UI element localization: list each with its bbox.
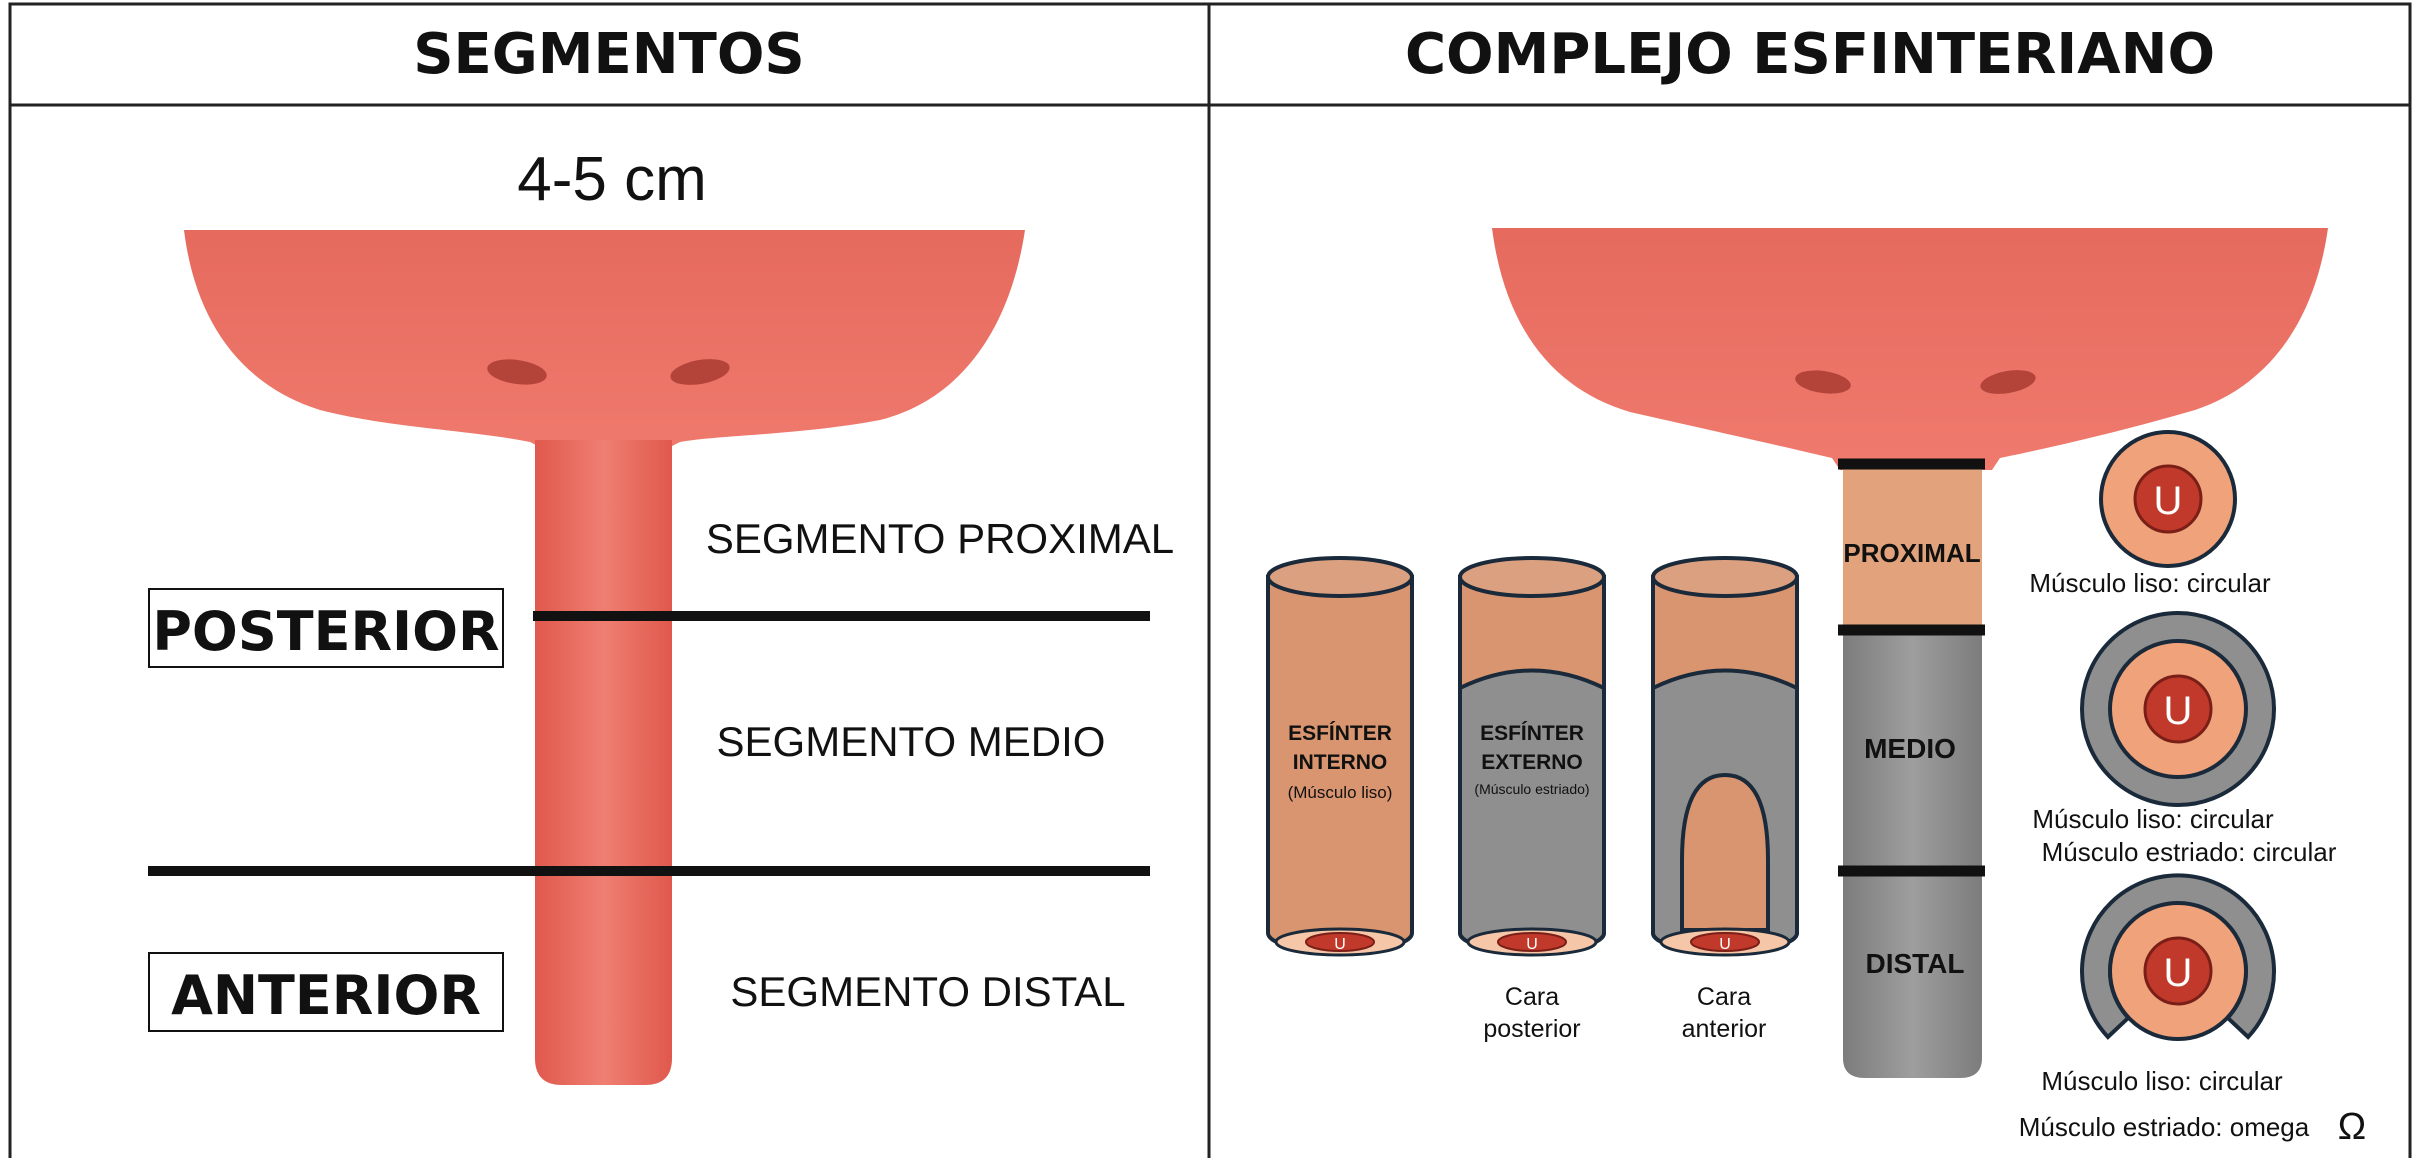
internal-title-line1: ESFÍNTER xyxy=(1288,722,1392,745)
cross-distal-caption-line2: Músculo estriado: omega xyxy=(2019,1112,2310,1142)
frame xyxy=(8,2,2412,1163)
anterior-label: ANTERIOR xyxy=(171,964,481,1027)
ureteral-orifice-left xyxy=(487,359,547,385)
cross-medio-caption-line1: Músculo liso: circular xyxy=(2032,804,2274,834)
posterior-box: POSTERIOR xyxy=(148,588,504,668)
cylinder-anterior-lumen: U xyxy=(1719,936,1731,953)
posterior-label: POSTERIOR xyxy=(152,600,499,663)
length-label: 4-5 cm xyxy=(517,145,706,214)
cross-section-distal: U xyxy=(2080,873,2276,1041)
external-title-line2: EXTERNO xyxy=(1481,751,1583,774)
urethra-proximal-section xyxy=(1843,464,1982,630)
internal-title-line2: INTERNO xyxy=(1293,751,1388,774)
cross-section-proximal: U xyxy=(2099,430,2237,568)
cross-medio-letter: U xyxy=(2164,689,2193,733)
anterior-face-caption-line1: Cara xyxy=(1697,983,1751,1011)
anterior-box: ANTERIOR xyxy=(148,952,504,1032)
posterior-face-caption-line2: posterior xyxy=(1483,1015,1580,1043)
posterior-face-caption-line1: Cara xyxy=(1505,983,1559,1011)
cylinder-internal-lumen: U xyxy=(1334,936,1346,953)
right-ureteral-orifice-right xyxy=(1980,370,2036,394)
omega-symbol: Ω xyxy=(2338,1106,2366,1148)
segment-medio-label: SEGMENTO MEDIO xyxy=(717,718,1106,765)
external-subtitle: (Músculo estriado) xyxy=(1474,781,1589,797)
cross-distal-caption-line1: Músculo liso: circular xyxy=(2041,1066,2283,1096)
cylinder-external-sphincter: U ESFÍNTER EXTERNO (Músculo estriado) xyxy=(1458,556,1606,957)
left-bladder-illustration xyxy=(184,230,1025,1085)
segment-distal-label: SEGMENTO DISTAL xyxy=(730,968,1125,1015)
urethra-proximal-label: PROXIMAL xyxy=(1843,538,1980,568)
right-ureteral-orifice-left xyxy=(1795,370,1851,394)
header-complejo-esfinteriano: COMPLEJO ESFINTERIANO xyxy=(1405,22,2215,87)
cylinder-external-lumen: U xyxy=(1526,936,1538,953)
external-title-line1: ESFÍNTER xyxy=(1480,722,1584,745)
cylinder-anterior-face: U xyxy=(1651,556,1799,957)
ureteral-orifice-right xyxy=(670,359,730,385)
right-bladder-illustration xyxy=(1492,228,2328,470)
cross-proximal-caption: Músculo liso: circular xyxy=(2029,568,2271,598)
cross-proximal-letter: U xyxy=(2154,479,2183,523)
anterior-face-caption-line2: anterior xyxy=(1682,1015,1767,1043)
header-segmentos: SEGMENTOS xyxy=(413,22,805,87)
urethra-medio-label: MEDIO xyxy=(1864,733,1956,764)
segment-proximal-label: SEGMENTO PROXIMAL xyxy=(706,515,1174,562)
segmented-urethra: PROXIMAL MEDIO DISTAL xyxy=(1838,458,1985,1078)
cylinder-internal-sphincter: U ESFÍNTER INTERNO (Músculo liso) xyxy=(1266,556,1414,957)
cross-medio-caption-line2: Músculo estriado: circular xyxy=(2042,837,2337,867)
cross-section-medio: U xyxy=(2080,611,2276,807)
urethra-distal-label: DISTAL xyxy=(1865,948,1964,979)
internal-subtitle: (Músculo liso) xyxy=(1288,783,1393,802)
urethra-medio-distal-section xyxy=(1843,630,1982,1078)
cross-distal-letter: U xyxy=(2164,951,2193,995)
